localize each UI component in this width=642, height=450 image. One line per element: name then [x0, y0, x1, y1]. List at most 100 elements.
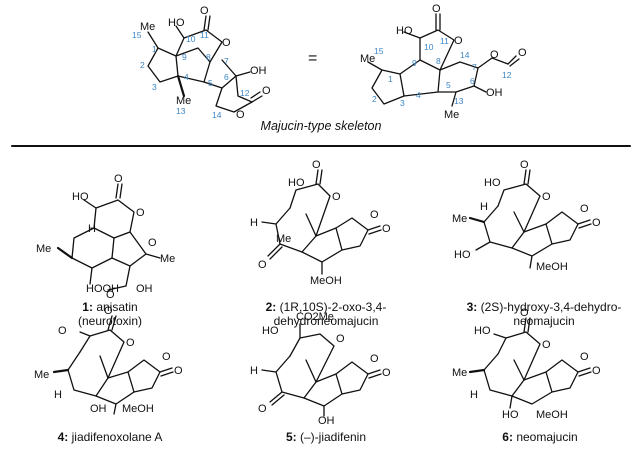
- skeleton-left-structure: [147, 15, 263, 113]
- skeleton-title: Majucin-type skeleton: [260, 119, 382, 133]
- num-8: 8: [206, 52, 211, 62]
- num-13: 13: [454, 96, 464, 106]
- label-me: Me: [452, 367, 467, 379]
- compound-name: (2S)-hydroxy-3,4-dehydro-: [480, 300, 622, 314]
- label-meoh: MeOH: [310, 275, 342, 287]
- num-2: 2: [372, 94, 377, 104]
- label-me: Me: [160, 253, 175, 265]
- num-1: 1: [152, 44, 157, 54]
- label-o: O: [58, 325, 67, 337]
- num-9: 9: [182, 52, 187, 62]
- label-o: O: [148, 237, 157, 249]
- label-o: O: [332, 191, 341, 203]
- label-ho: HO: [262, 325, 279, 337]
- label-me: Me: [452, 213, 467, 225]
- label-o: O: [336, 333, 345, 345]
- num-1: 1: [388, 74, 393, 84]
- label-ho: HO: [168, 17, 185, 29]
- label-h: H: [470, 389, 478, 401]
- label-me: Me: [360, 53, 375, 65]
- label-o: O: [222, 37, 231, 49]
- compound-5-structure: [261, 323, 382, 417]
- compound-6-structure: [468, 317, 592, 409]
- label-ho: HO: [72, 191, 89, 203]
- compound-2-structure: [261, 169, 382, 275]
- label-meoh: MeOH: [122, 403, 154, 415]
- label-me: Me: [34, 369, 49, 381]
- num-15: 15: [374, 46, 384, 56]
- num-7: 7: [224, 56, 229, 66]
- label-oh: OH: [486, 87, 503, 99]
- label-h: H: [250, 365, 258, 377]
- compound-number: 1:: [82, 300, 93, 314]
- label-hooh: HOOH: [86, 283, 119, 295]
- label-o: O: [382, 367, 391, 379]
- label-o: O: [200, 5, 209, 17]
- compound-4-structure: [52, 315, 174, 415]
- num-10: 10: [186, 34, 196, 44]
- num-14: 14: [212, 110, 222, 120]
- caption-compound-3: 3: (2S)-hydroxy-3,4-dehydro- neomajucin: [456, 300, 632, 328]
- label-o: O: [136, 207, 145, 219]
- num-15: 15: [132, 30, 142, 40]
- skeleton-right-structure: [367, 13, 520, 107]
- label-o: O: [236, 109, 245, 121]
- num-5: 5: [446, 80, 451, 90]
- label-o: O: [262, 85, 271, 97]
- label-ho: HO: [474, 325, 491, 337]
- num-3: 3: [400, 98, 405, 108]
- label-o: O: [520, 307, 529, 319]
- num-11: 11: [440, 36, 449, 46]
- label-meoh: MeOH: [536, 261, 568, 273]
- label-o: O: [104, 305, 113, 317]
- label-o: O: [312, 159, 321, 171]
- label-o: O: [518, 47, 527, 59]
- label-ho: HO: [396, 25, 413, 37]
- compound-subtitle: dehydroneomajucin: [273, 314, 379, 328]
- compound-name: jiadifenoxolane A: [71, 430, 163, 444]
- label-o: O: [490, 49, 499, 61]
- num-13: 13: [176, 106, 186, 116]
- num-5: 5: [208, 78, 213, 88]
- num-12: 12: [240, 88, 250, 98]
- label-oh: OH: [318, 415, 335, 427]
- compound-name: (–)-jiadifenin: [299, 430, 367, 444]
- num-11: 11: [200, 30, 209, 40]
- label-oh: OH: [90, 403, 107, 415]
- num-9: 9: [412, 58, 417, 68]
- label-o: O: [580, 203, 589, 215]
- label-o: O: [580, 351, 589, 363]
- label-co2me: CO2Me: [296, 311, 334, 323]
- label-o: O: [258, 259, 267, 271]
- label-ho: HO: [484, 177, 501, 189]
- compound-name: neomajucin: [516, 430, 578, 444]
- label-o: O: [162, 351, 171, 363]
- label-o: O: [370, 209, 379, 221]
- label-o: O: [542, 191, 551, 203]
- label-h: H: [480, 201, 488, 213]
- label-o: O: [126, 337, 135, 349]
- label-h: H: [54, 389, 62, 401]
- label-oh: OH: [136, 283, 153, 295]
- label-o: O: [174, 365, 183, 377]
- compound-number: 4:: [57, 430, 69, 444]
- compound-3-structure: [468, 169, 592, 269]
- caption-compound-6: 6: neomajucin: [470, 430, 610, 444]
- label-ho: HO: [454, 249, 471, 261]
- compound-number: 3:: [466, 300, 478, 314]
- label-o: O: [592, 365, 601, 377]
- num-14: 14: [460, 50, 470, 60]
- num-12: 12: [502, 70, 512, 80]
- label-ho: HO: [502, 409, 519, 421]
- label-o: O: [432, 3, 441, 15]
- compound-name: anisatin: [96, 300, 138, 314]
- label-o: O: [370, 353, 379, 365]
- label-h: H: [88, 223, 96, 235]
- compound-subtitle: (neurotoxin): [77, 314, 143, 328]
- num-6: 6: [470, 76, 475, 86]
- label-o: O: [106, 289, 115, 301]
- compound-subtitle: neomajucin: [513, 314, 575, 328]
- label-meoh: MeOH: [536, 409, 568, 421]
- compound-1-structure: [56, 183, 161, 291]
- label-o: O: [542, 339, 551, 351]
